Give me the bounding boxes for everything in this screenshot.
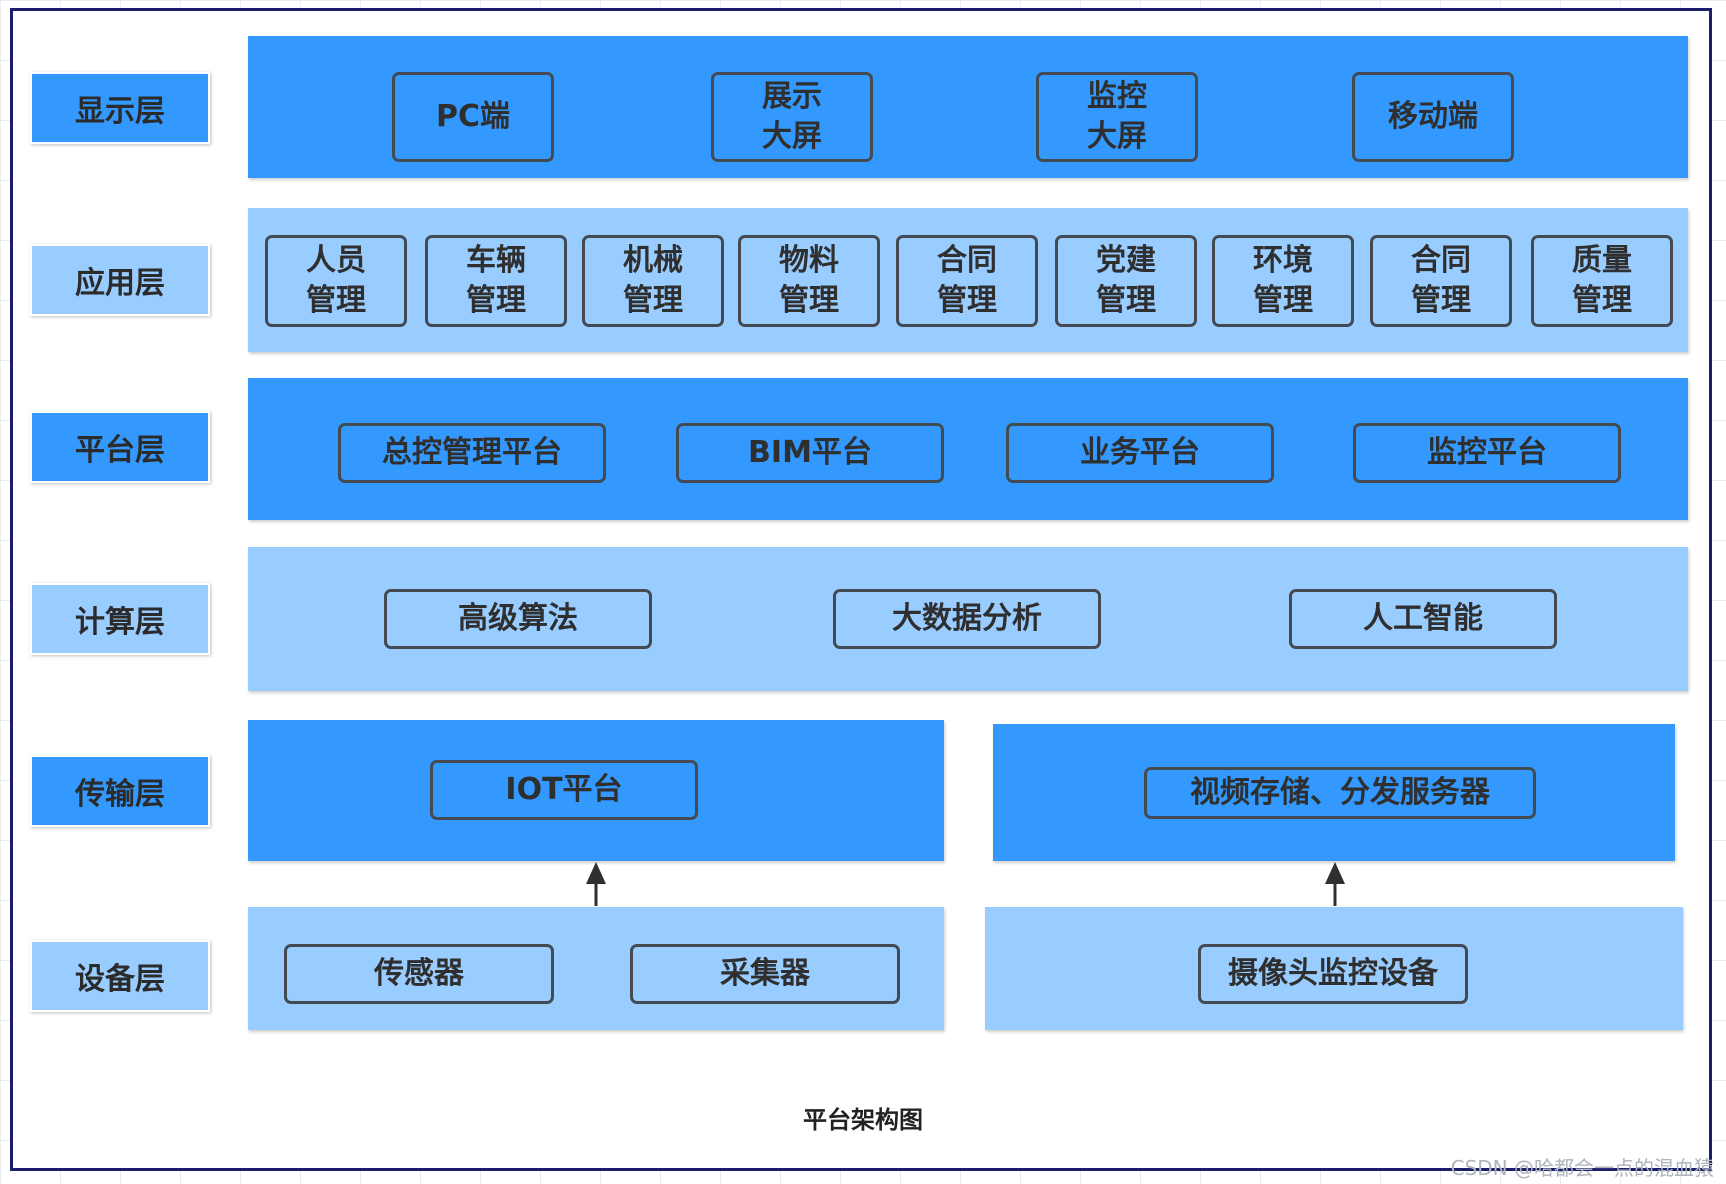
diagram-caption: 平台架构图 <box>803 1106 923 1134</box>
node-text: BIM平台 <box>748 435 872 470</box>
transport-video-panel <box>993 724 1675 861</box>
business-platform-node: 业务平台 <box>1006 423 1274 483</box>
node-text: 管理 <box>1253 283 1313 318</box>
layer-label-compute: 计算层 <box>30 583 210 655</box>
layer-label-application: 应用层 <box>30 244 210 316</box>
node-text: 机械 <box>623 243 683 278</box>
arrow-sensor-to-iot <box>586 862 606 906</box>
node-text: 党建 <box>1096 243 1156 278</box>
monitoring-platform-node: 监控平台 <box>1353 423 1621 483</box>
transport-iot-panel <box>248 720 944 861</box>
material-mgmt-node: 物料管理 <box>738 235 880 327</box>
collector-node: 采集器 <box>630 944 900 1004</box>
layer-label-display: 显示层 <box>30 72 210 144</box>
layer-label-platform: 平台层 <box>30 411 210 483</box>
layer-label-device: 设备层 <box>30 940 210 1012</box>
node-text: 业务平台 <box>1080 435 1200 470</box>
camera-monitoring-device-node: 摄像头监控设备 <box>1198 944 1468 1004</box>
node-text: 管理 <box>937 283 997 318</box>
node-text: 环境 <box>1253 243 1313 278</box>
compute-layer-panel <box>248 547 1688 691</box>
node-text: 管理 <box>466 283 526 318</box>
quality-mgmt-node: 质量管理 <box>1531 235 1673 327</box>
node-text: 人工智能 <box>1363 601 1483 636</box>
watermark: CSDN @哈都会一点的混血猿 <box>1450 1156 1714 1180</box>
big-data-analysis-node: 大数据分析 <box>833 589 1101 649</box>
environment-mgmt-node: 环境管理 <box>1212 235 1354 327</box>
node-text: 展示 <box>762 79 822 114</box>
sensor-node: 传感器 <box>284 944 554 1004</box>
device-sensor-panel <box>248 907 944 1030</box>
node-text: 合同 <box>1411 243 1471 278</box>
application-layer-panel <box>248 208 1688 352</box>
device-camera-panel <box>985 907 1683 1030</box>
node-text: 传感器 <box>374 956 464 991</box>
node-text: 大数据分析 <box>892 601 1042 636</box>
contract-mgmt-node: 合同管理 <box>896 235 1038 327</box>
node-text: 移动端 <box>1388 99 1478 134</box>
party-building-mgmt-node: 党建管理 <box>1055 235 1197 327</box>
advanced-algorithm-node: 高级算法 <box>384 589 652 649</box>
node-text: 管理 <box>306 283 366 318</box>
iot-platform-node: IOT平台 <box>430 760 698 820</box>
display-layer-panel <box>248 36 1688 178</box>
node-text: 管理 <box>1096 283 1156 318</box>
node-text: PC端 <box>435 99 510 134</box>
video-storage-server-node: 视频存储、分发服务器 <box>1144 767 1536 819</box>
node-text: 监控 <box>1087 79 1147 114</box>
vehicle-mgmt-node: 车辆管理 <box>425 235 567 327</box>
node-text: 物料 <box>779 243 839 278</box>
node-text: 监控平台 <box>1427 435 1547 470</box>
artificial-intelligence-node: 人工智能 <box>1289 589 1557 649</box>
node-text: 管理 <box>1411 283 1471 318</box>
node-text: 质量 <box>1572 243 1632 278</box>
platform-layer-panel <box>248 378 1688 520</box>
mobile-client-node: 移动端 <box>1352 72 1514 162</box>
node-text: 管理 <box>779 283 839 318</box>
node-text: 高级算法 <box>458 601 578 636</box>
node-text: 大屏 <box>762 119 822 154</box>
node-text: 管理 <box>1572 283 1632 318</box>
monitor-screen-node: 监控大屏 <box>1036 72 1198 162</box>
node-text: 人员 <box>306 243 366 278</box>
layer-label-transport: 传输层 <box>30 755 210 827</box>
node-text: 摄像头监控设备 <box>1228 956 1438 991</box>
master-control-platform-node: 总控管理平台 <box>338 423 606 483</box>
contract-mgmt-node-2: 合同管理 <box>1370 235 1512 327</box>
display-screen-node: 展示大屏 <box>711 72 873 162</box>
arrow-camera-to-video-server <box>1325 862 1345 906</box>
node-text: 车辆 <box>466 243 526 278</box>
node-text: 采集器 <box>720 956 810 991</box>
node-text: 管理 <box>623 283 683 318</box>
node-text: 合同 <box>937 243 997 278</box>
machinery-mgmt-node: 机械管理 <box>582 235 724 327</box>
node-text: 视频存储、分发服务器 <box>1190 775 1490 810</box>
bim-platform-node: BIM平台 <box>676 423 944 483</box>
node-text: 大屏 <box>1087 119 1147 154</box>
pc-client-node: PC端 <box>392 72 554 162</box>
node-text: 总控管理平台 <box>382 435 562 470</box>
node-text: IOT平台 <box>505 772 623 807</box>
personnel-mgmt-node: 人员管理 <box>265 235 407 327</box>
